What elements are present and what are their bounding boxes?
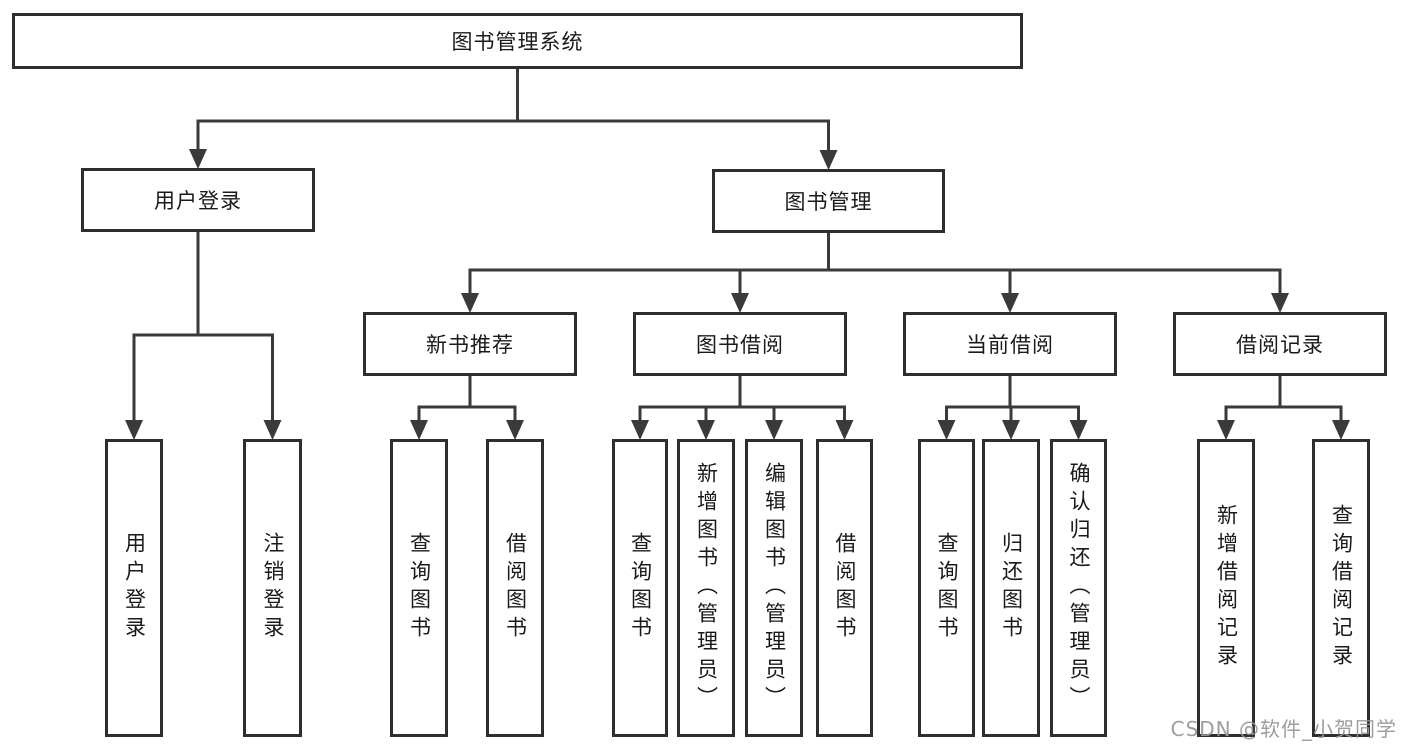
node-user-login: 用户登录 xyxy=(81,168,315,232)
arrowhead-leaf-add-book xyxy=(697,420,715,440)
arrowhead-current-borrow xyxy=(1001,293,1019,313)
node-leaf-query-book-2: 查询图书 xyxy=(612,439,668,737)
node-current-borrow: 当前借阅 xyxy=(903,312,1117,376)
watermark-text: CSDN @软件_小贺同学 xyxy=(1170,717,1397,741)
node-leaf-user-login: 用户登录 xyxy=(105,439,163,737)
arrowhead-leaf-confirm-return xyxy=(1069,420,1088,440)
node-leaf-logout: 注销登录 xyxy=(243,439,302,737)
arrowhead-book-mgmt xyxy=(819,150,838,170)
arrowhead-leaf-query-record xyxy=(1332,420,1350,440)
arrowhead-leaf-query-book-3 xyxy=(937,420,956,440)
node-leaf-query-book-3: 查询图书 xyxy=(918,439,975,737)
arrowhead-user-login xyxy=(189,149,207,169)
node-leaf-add-record: 新增借阅记录 xyxy=(1197,439,1255,737)
node-leaf-add-book: 新增图书（管理员） xyxy=(677,439,735,737)
node-leaf-query-record: 查询借阅记录 xyxy=(1312,439,1370,737)
node-leaf-borrow-book-2: 借阅图书 xyxy=(816,439,873,737)
arrowhead-leaf-add-record xyxy=(1217,420,1235,440)
node-leaf-borrow-book-1: 借阅图书 xyxy=(486,439,544,737)
node-book-borrow: 图书借阅 xyxy=(633,312,847,376)
arrowhead-leaf-borrow-book-1 xyxy=(506,420,524,440)
arrowhead-leaf-query-book-1 xyxy=(410,420,428,440)
node-book-mgmt: 图书管理 xyxy=(712,169,945,233)
node-leaf-query-book-1: 查询图书 xyxy=(390,439,448,737)
node-borrow-record: 借阅记录 xyxy=(1173,312,1387,376)
arrowhead-borrow-record xyxy=(1271,293,1289,313)
node-leaf-edit-book: 编辑图书（管理员） xyxy=(745,439,803,737)
arrowhead-leaf-return-book xyxy=(1002,420,1020,440)
arrowhead-leaf-user-login xyxy=(125,420,143,440)
node-root: 图书管理系统 xyxy=(12,13,1023,69)
arrowhead-leaf-edit-book xyxy=(765,420,783,440)
node-leaf-confirm-return: 确认归还（管理员） xyxy=(1050,439,1107,737)
arrowhead-leaf-query-book-2 xyxy=(631,420,649,440)
arrowhead-leaf-borrow-book-2 xyxy=(835,420,854,440)
node-new-book-rec: 新书推荐 xyxy=(363,312,577,376)
arrowhead-leaf-logout xyxy=(263,420,282,440)
arrowhead-book-borrow xyxy=(731,293,749,313)
node-leaf-return-book: 归还图书 xyxy=(982,439,1040,737)
arrowhead-new-book-rec xyxy=(461,293,479,313)
